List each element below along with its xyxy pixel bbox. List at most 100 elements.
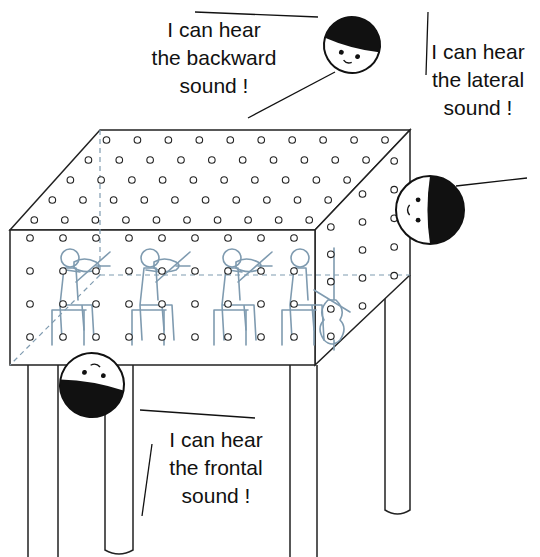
hole xyxy=(159,268,166,275)
hole xyxy=(60,268,67,275)
hole xyxy=(126,268,133,275)
leader-line xyxy=(248,72,335,118)
hole xyxy=(62,217,69,224)
table-leg xyxy=(290,365,317,557)
holes xyxy=(27,137,398,341)
leader-line xyxy=(140,410,255,418)
hole xyxy=(275,217,282,224)
hole xyxy=(344,177,351,184)
hole xyxy=(126,334,133,341)
leader-line xyxy=(195,12,318,17)
hole xyxy=(359,247,366,254)
leader-lines xyxy=(140,12,527,516)
hole xyxy=(239,157,246,164)
hole xyxy=(252,177,259,184)
hole xyxy=(123,217,130,224)
speech-label: I can hear the lateral sound ! xyxy=(431,38,525,122)
listener-head-bottom xyxy=(55,348,129,422)
hole xyxy=(313,177,320,184)
hole xyxy=(291,268,298,275)
hole xyxy=(192,235,199,242)
hole xyxy=(27,235,34,242)
hole xyxy=(233,197,240,204)
hole xyxy=(31,217,38,224)
hole xyxy=(258,301,265,308)
leader-line xyxy=(142,444,152,516)
hole xyxy=(27,334,34,341)
hole xyxy=(391,186,398,193)
hole xyxy=(190,177,197,184)
box-right xyxy=(315,130,410,365)
hole xyxy=(328,333,335,340)
hole xyxy=(184,217,191,224)
violinist xyxy=(52,249,110,345)
leader-line xyxy=(426,12,428,75)
hole xyxy=(291,334,298,341)
hole xyxy=(159,235,166,242)
hole xyxy=(92,217,99,224)
hole xyxy=(103,137,110,144)
hidden-edge xyxy=(10,275,100,365)
hole xyxy=(27,268,34,275)
listener-head-side xyxy=(396,176,464,244)
hole xyxy=(282,177,289,184)
hole xyxy=(98,177,105,184)
hole xyxy=(225,334,232,341)
hole xyxy=(270,157,277,164)
hole xyxy=(221,177,228,184)
hidden-edge xyxy=(99,130,100,275)
hole xyxy=(359,219,366,226)
hole xyxy=(80,197,87,204)
hole xyxy=(202,197,209,204)
hole xyxy=(192,268,199,275)
hole xyxy=(245,217,252,224)
listener-head-top xyxy=(318,11,387,80)
hole xyxy=(332,157,339,164)
hole xyxy=(93,235,100,242)
hole xyxy=(258,137,265,144)
hole xyxy=(159,177,166,184)
hole xyxy=(93,268,100,275)
hole xyxy=(258,334,265,341)
hole xyxy=(320,137,327,144)
hole xyxy=(325,197,332,204)
musicians xyxy=(52,248,350,350)
table-leg xyxy=(28,365,58,557)
hole xyxy=(129,177,136,184)
hole xyxy=(359,303,366,310)
hole xyxy=(110,197,117,204)
hole xyxy=(391,272,398,279)
hole xyxy=(328,278,335,285)
hole xyxy=(225,235,232,242)
hole xyxy=(328,251,335,258)
hole xyxy=(306,217,313,224)
hole xyxy=(116,157,123,164)
violinist xyxy=(214,249,272,345)
hole xyxy=(225,268,232,275)
hole xyxy=(85,157,92,164)
hole xyxy=(172,197,179,204)
hole xyxy=(159,301,166,308)
hole xyxy=(363,157,370,164)
hole xyxy=(209,157,216,164)
table-leg xyxy=(385,275,410,514)
violinist xyxy=(132,249,190,345)
hole xyxy=(225,301,232,308)
hole xyxy=(258,235,265,242)
hole xyxy=(147,157,154,164)
hole xyxy=(93,334,100,341)
hole xyxy=(93,301,100,308)
hole xyxy=(359,275,366,282)
hole xyxy=(141,197,148,204)
hole xyxy=(391,158,398,165)
hole xyxy=(264,197,271,204)
hole xyxy=(351,137,358,144)
hole xyxy=(192,301,199,308)
hole xyxy=(291,235,298,242)
hole xyxy=(294,197,301,204)
speech-label: I can hear the backward sound ! xyxy=(152,16,277,100)
hole xyxy=(328,224,335,231)
hole xyxy=(60,235,67,242)
hole xyxy=(126,301,133,308)
hole xyxy=(178,157,185,164)
